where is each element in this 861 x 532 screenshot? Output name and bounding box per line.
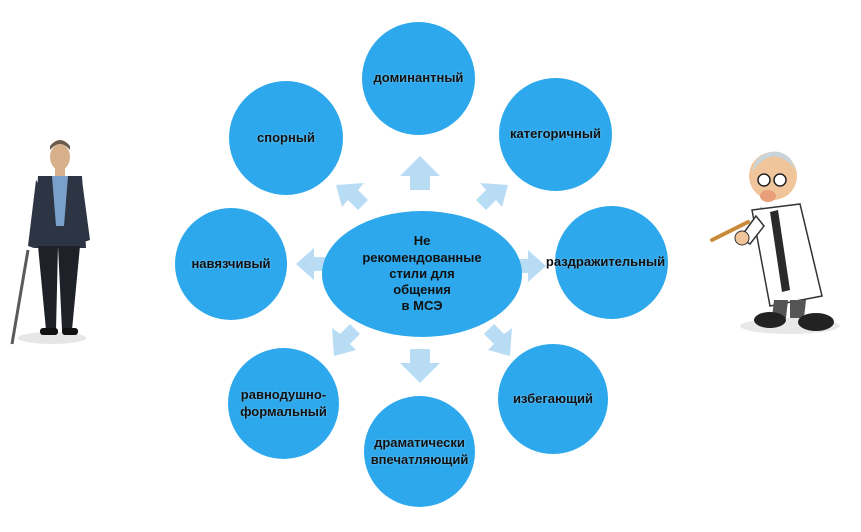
style-label-argumentative: спорный <box>257 129 315 145</box>
center-line-2: рекомендованные <box>362 249 482 265</box>
style-label-dramatic-line1: драматически <box>374 435 465 451</box>
arrow-down-left <box>332 324 360 356</box>
style-bubble-argumentative: спорный <box>229 81 343 195</box>
style-bubble-avoiding: избегающий <box>498 344 608 454</box>
style-bubble-dominant: доминантный <box>362 22 475 135</box>
style-bubble-obtrusive: навязчивый <box>175 208 287 320</box>
style-bubble-dramatic: драматически впечатляющий <box>364 396 475 507</box>
arrows-group <box>296 156 546 383</box>
style-label-indifferent-line2: формальный <box>240 403 327 419</box>
style-label-indifferent-line1: равнодушно- <box>240 387 327 403</box>
arrow-up-right <box>476 183 508 210</box>
style-label-categorical: категоричный <box>510 126 601 142</box>
arrow-up <box>400 156 440 190</box>
arrow-up-left <box>336 183 368 210</box>
style-label-obtrusive: навязчивый <box>191 255 271 271</box>
man-with-cane-icon <box>10 140 90 345</box>
style-bubble-irritable: раздражительный <box>546 206 668 319</box>
style-label-avoiding: избегающий <box>512 390 594 406</box>
style-label-irritable: раздражительный <box>545 254 666 270</box>
doctor-cartoon-icon <box>710 151 840 334</box>
center-line-4: общения <box>393 282 451 298</box>
style-label-dominant: доминантный <box>373 70 464 86</box>
style-bubble-categorical: категоричный <box>499 78 612 191</box>
style-bubble-indifferent: равнодушно- формальный <box>228 348 339 459</box>
arrow-down <box>400 349 440 383</box>
center-topic: Не рекомендованные стили для общения в М… <box>322 211 522 337</box>
center-line-5: в МСЭ <box>401 298 443 314</box>
arrow-right <box>518 250 546 282</box>
center-line-3: стили для <box>389 265 455 281</box>
arrow-down-right <box>484 324 512 356</box>
arrow-left <box>296 248 326 280</box>
style-label-dramatic-line2: впечатляющий <box>370 451 469 467</box>
center-line-1: Не <box>413 233 431 249</box>
